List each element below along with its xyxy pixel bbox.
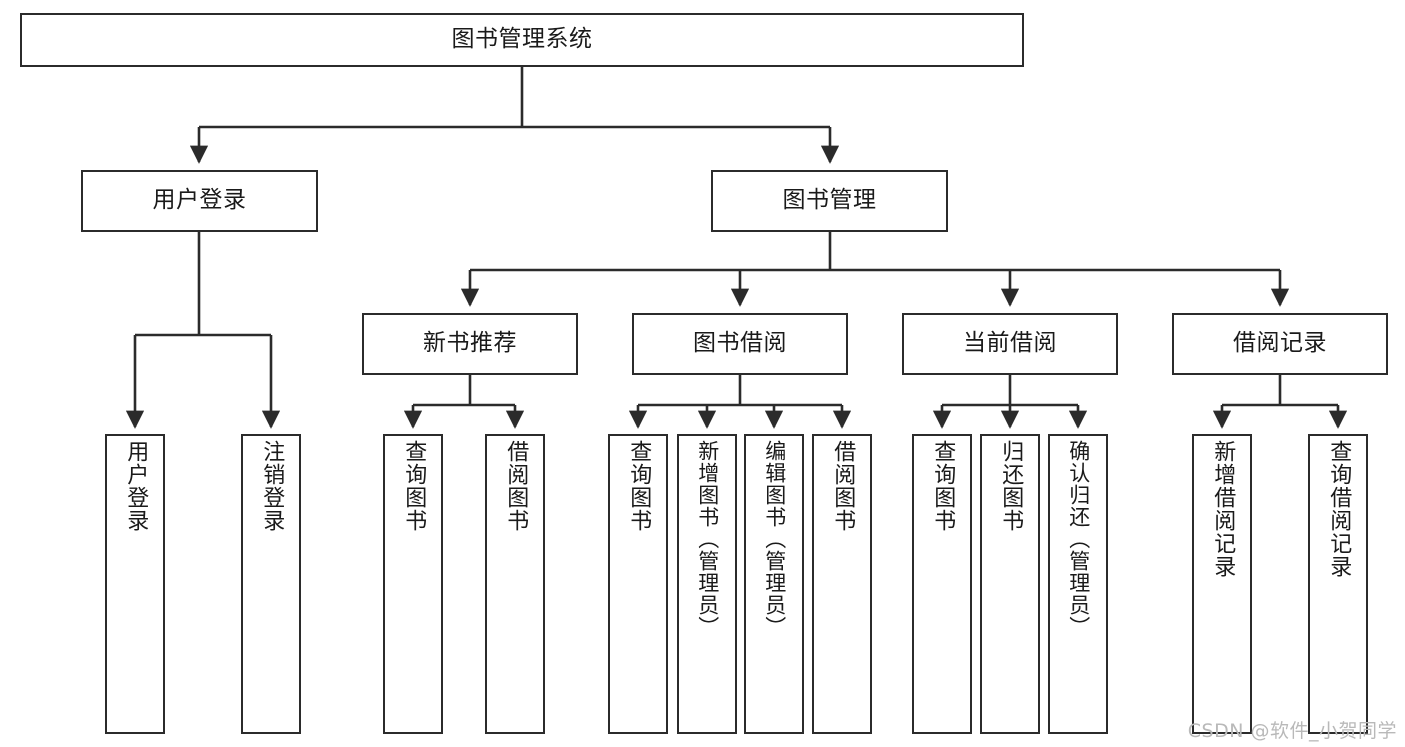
node-new-book-recommend-label: 新书推荐 [423, 330, 517, 357]
node-leaf-confirm-return-label: 确认归还（管理员） [1066, 440, 1091, 638]
node-leaf-add-book[interactable]: 新增图书（管理员） [677, 434, 737, 734]
node-leaf-user-login-label: 用户登录 [123, 440, 149, 532]
node-user-login[interactable]: 用户登录 [81, 170, 318, 232]
node-leaf-user-logout-label: 注销登录 [259, 440, 285, 532]
node-book-management-label: 图书管理 [782, 187, 877, 214]
node-leaf-edit-book-label: 编辑图书（管理员） [762, 440, 787, 638]
node-leaf-query-book-2-label: 查询图书 [626, 440, 652, 532]
node-leaf-user-logout[interactable]: 注销登录 [241, 434, 301, 734]
node-leaf-query-record-label: 查询借阅记录 [1326, 440, 1352, 578]
node-root-label: 图书管理系统 [451, 26, 593, 53]
node-new-book-recommend[interactable]: 新书推荐 [362, 313, 578, 375]
node-leaf-query-book-3-label: 查询图书 [930, 440, 956, 532]
node-leaf-borrow-book-2-label: 借阅图书 [830, 440, 856, 532]
node-current-borrow[interactable]: 当前借阅 [902, 313, 1118, 375]
node-leaf-query-book-1-label: 查询图书 [401, 440, 427, 532]
node-book-borrow[interactable]: 图书借阅 [632, 313, 848, 375]
node-borrow-record[interactable]: 借阅记录 [1172, 313, 1388, 375]
node-leaf-return-book[interactable]: 归还图书 [980, 434, 1040, 734]
node-leaf-borrow-book-1-label: 借阅图书 [503, 440, 529, 532]
node-leaf-user-login[interactable]: 用户登录 [105, 434, 165, 734]
node-leaf-query-record[interactable]: 查询借阅记录 [1308, 434, 1368, 734]
watermark: CSDN @软件_小贺同学 [1187, 720, 1397, 742]
node-book-borrow-label: 图书借阅 [693, 330, 787, 357]
node-borrow-record-label: 借阅记录 [1233, 330, 1327, 357]
node-current-borrow-label: 当前借阅 [963, 330, 1057, 357]
node-leaf-borrow-book-2[interactable]: 借阅图书 [812, 434, 872, 734]
node-leaf-return-book-label: 归还图书 [998, 440, 1024, 532]
node-leaf-query-book-3[interactable]: 查询图书 [912, 434, 972, 734]
node-leaf-add-record[interactable]: 新增借阅记录 [1192, 434, 1252, 734]
node-leaf-add-book-label: 新增图书（管理员） [695, 440, 720, 638]
node-leaf-query-book-2[interactable]: 查询图书 [608, 434, 668, 734]
node-user-login-label: 用户登录 [152, 187, 247, 214]
node-leaf-borrow-book-1[interactable]: 借阅图书 [485, 434, 545, 734]
node-book-management[interactable]: 图书管理 [711, 170, 948, 232]
node-leaf-confirm-return[interactable]: 确认归还（管理员） [1048, 434, 1108, 734]
node-leaf-add-record-label: 新增借阅记录 [1210, 440, 1236, 578]
node-leaf-query-book-1[interactable]: 查询图书 [383, 434, 443, 734]
node-leaf-edit-book[interactable]: 编辑图书（管理员） [744, 434, 804, 734]
node-root[interactable]: 图书管理系统 [20, 13, 1024, 67]
